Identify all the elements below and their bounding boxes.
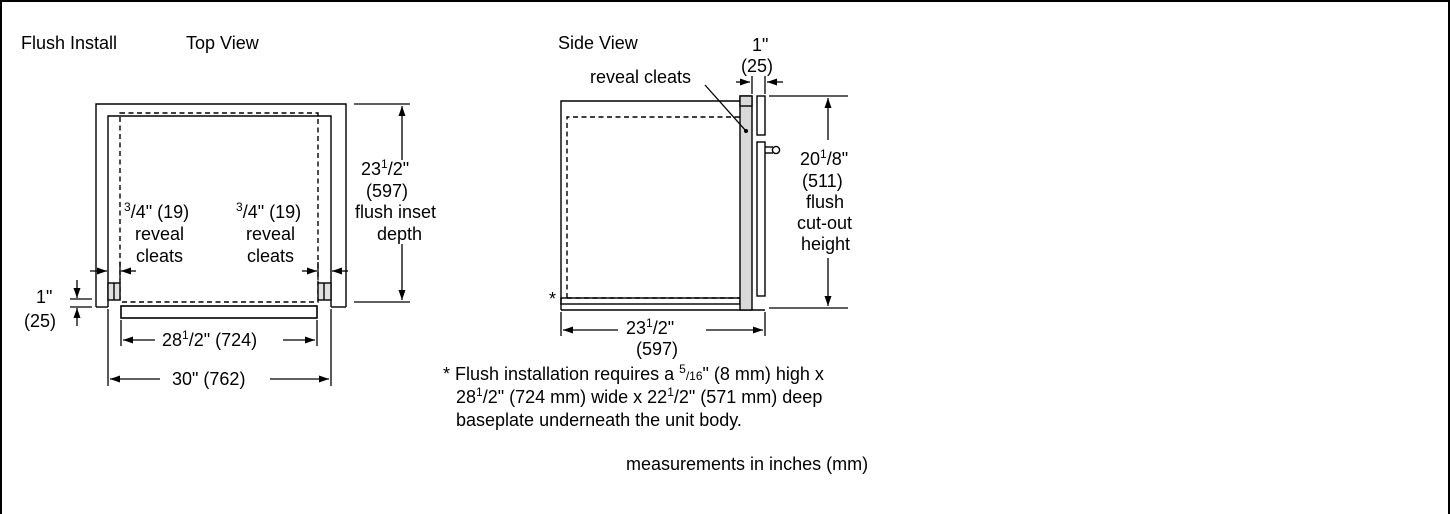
reveal-cleats-side-label: reveal cleats [590, 67, 691, 87]
depth-dimension-inches: 231/2" [361, 157, 409, 179]
outer-width-dimension: 30" (762) [172, 369, 245, 389]
side-depth-mm: (597) [636, 339, 678, 359]
depth-dimension-mm: (597) [366, 181, 408, 201]
top-view-drawing [95, 103, 347, 319]
top-view-label: Top View [186, 33, 260, 53]
door-thickness-mm: (25) [741, 56, 773, 76]
depth-label-line2: depth [377, 224, 422, 244]
note-line-1: * Flush installation requires a 5/16" (8… [443, 362, 824, 384]
side-depth-inches: 231/2" [626, 316, 674, 338]
left-cleat-dimension: 3/4" (19) [124, 200, 189, 222]
height-label-line1: flush [806, 192, 844, 212]
measurements-note: measurements in inches (mm) [626, 454, 868, 474]
height-label-line2: cut-out [797, 213, 852, 233]
left-cleat-label-line1: reveal [135, 224, 184, 244]
left-thickness-mm: (25) [24, 311, 56, 331]
flush-install-label: Flush Install [21, 33, 117, 53]
leader-dot [744, 129, 748, 133]
right-cleat-dimension: 3/4" (19) [236, 200, 301, 222]
depth-label-line1: flush inset [355, 202, 436, 222]
height-dimension-inches: 201/8" [800, 147, 848, 169]
door-thickness-inches: 1" [752, 35, 768, 55]
height-label-line3: height [801, 234, 850, 254]
baseplate-asterisk: * [549, 289, 556, 309]
height-dimension-mm: (511) [802, 171, 843, 191]
top-view-dimensions [70, 103, 410, 386]
note-line-2: 281/2" (724 mm) wide x 221/2" (571 mm) d… [456, 385, 822, 407]
inner-width-dimension: 281/2" (724) [162, 328, 257, 350]
right-cleat-label-line1: reveal [246, 224, 295, 244]
right-cleat-label-line2: cleats [247, 246, 294, 266]
left-thickness-inches: 1" [36, 287, 52, 307]
side-view-label: Side View [558, 33, 639, 53]
note-line-3: baseplate underneath the unit body. [456, 410, 742, 430]
side-view-drawing [560, 95, 781, 311]
side-view-dimensions [560, 76, 848, 336]
left-cleat-label-line2: cleats [136, 246, 183, 266]
